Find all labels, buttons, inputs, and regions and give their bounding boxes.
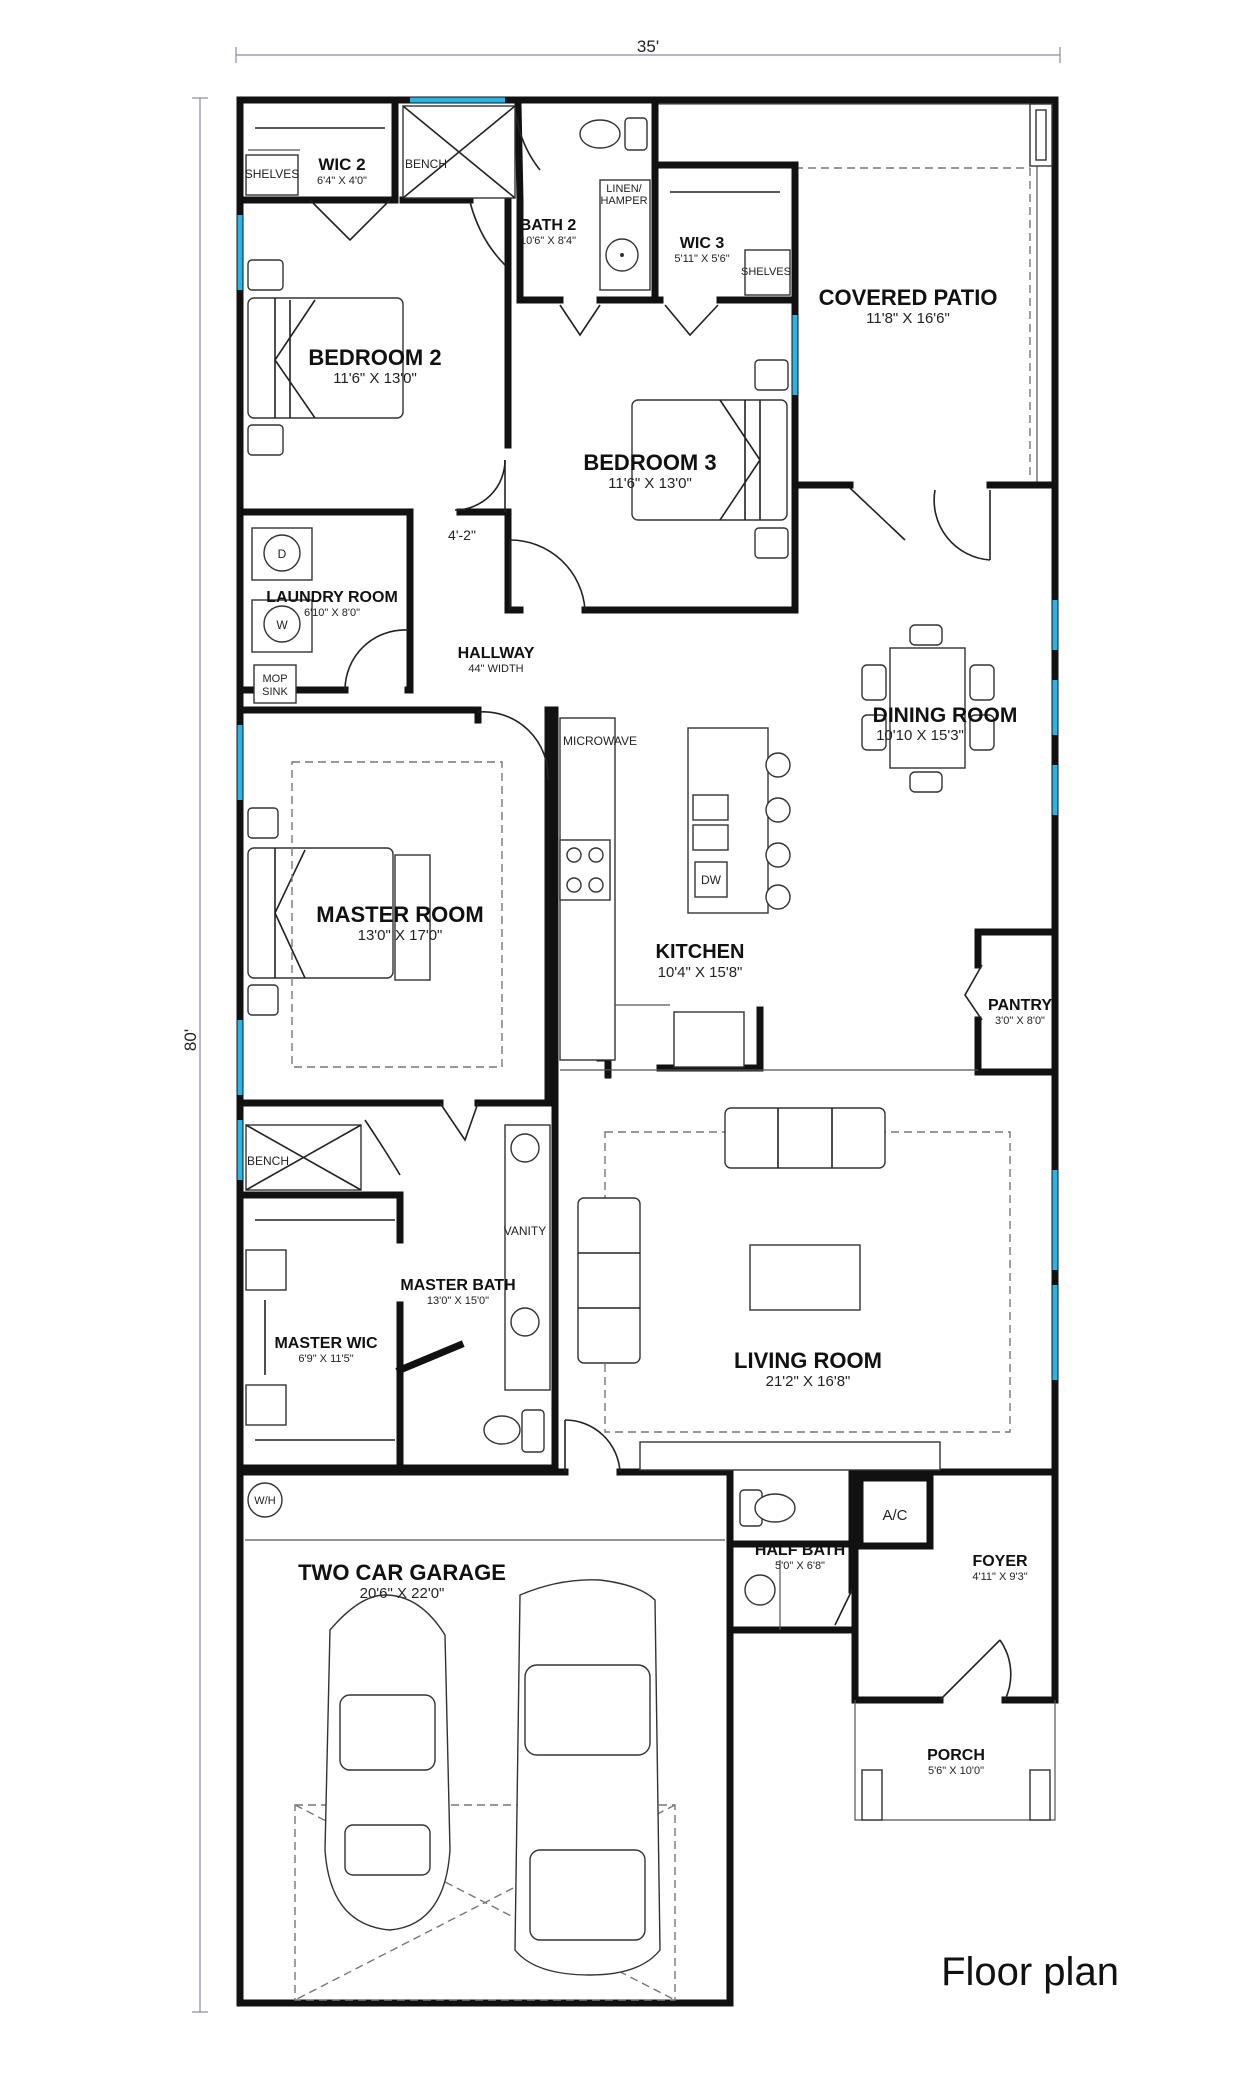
room-living: LIVING ROOM 21'2" X 16'8": [734, 1348, 882, 1390]
label-mop: MOP: [262, 673, 287, 685]
room-master-bath-size: 13'0" X 15'0": [427, 1295, 489, 1307]
room-wic3: WIC 3 5'11" X 5'6": [674, 235, 729, 265]
room-dining: DINING ROOM 10'10 X 15'3": [873, 704, 1018, 744]
bed-bedroom-3: [631, 359, 789, 559]
wic2-shelves: [245, 127, 385, 196]
wic3-shelves: [670, 191, 791, 296]
laundry-fixtures: [251, 527, 313, 704]
room-kitchen-name: KITCHEN: [656, 941, 745, 963]
garage-fixtures: [245, 1482, 725, 2001]
room-master-size: 13'0" X 17'0": [358, 927, 443, 944]
room-dining-name: DINING ROOM: [873, 704, 1018, 727]
label-linen: LINEN/: [606, 183, 642, 195]
label-bench-master: BENCH: [247, 1154, 289, 1168]
room-dining-size: 10'10 X 15'3": [876, 727, 964, 744]
room-wic2-name: WIC 2: [318, 155, 365, 174]
covered-patio: [655, 103, 1053, 488]
room-porch-name: PORCH: [927, 1747, 985, 1764]
bed-master-room: [247, 761, 503, 1068]
label-ac: A/C: [882, 1507, 907, 1524]
label-wh: W/H: [254, 1495, 275, 1507]
interior-walls: [236, 100, 1059, 1704]
room-wic2-size: 6'4" X 4'0": [317, 175, 367, 187]
master-bath-fixtures: [245, 1124, 551, 1453]
room-master-wic: MASTER WIC 6'9" X 11'5": [274, 1335, 378, 1365]
room-half-bath-size: 5'0" X 6'8": [775, 1560, 825, 1572]
room-garage-size: 20'6" X 22'0": [360, 1585, 445, 1602]
label-microwave: MICROWAVE: [563, 734, 637, 748]
room-master-name: MASTER ROOM: [316, 902, 483, 927]
room-master-bath-name: MASTER BATH: [400, 1277, 515, 1294]
label-shelves-wic3: SHELVES: [741, 266, 791, 278]
room-pantry-size: 3'0" X 8'0": [995, 1015, 1045, 1027]
label-vanity: VANITY: [504, 1224, 546, 1238]
label-washer: W: [276, 618, 288, 632]
label-shelves-wic2: SHELVES: [245, 167, 299, 181]
room-bedroom2: BEDROOM 2 11'6" X 13'0": [308, 345, 441, 387]
room-laundry: LAUNDRY ROOM 6'10" X 8'0": [266, 589, 398, 619]
label-dryer: D: [278, 547, 287, 561]
dining-table: [861, 624, 995, 793]
windows: [237, 97, 1058, 1380]
room-wic3-size: 5'11" X 5'6": [674, 253, 729, 265]
room-hallway: HALLWAY 44" WIDTH: [458, 645, 535, 675]
room-laundry-size: 6'10" X 8'0": [304, 607, 360, 619]
room-half-bath-name: HALF BATH: [755, 1542, 845, 1559]
room-wic3-name: WIC 3: [680, 235, 725, 252]
room-bedroom2-size: 11'6" X 13'0": [333, 370, 417, 387]
room-garage-name: TWO CAR GARAGE: [298, 1560, 506, 1585]
room-hallway-size: 44" WIDTH: [468, 663, 523, 675]
room-master-wic-name: MASTER WIC: [274, 1335, 378, 1352]
room-foyer: FOYER 4'11" X 9'3": [972, 1553, 1028, 1583]
fixture-labels: SHELVES BENCH LINEN/ HAMPER SHELVES 4'-2…: [245, 157, 908, 1524]
kitchen-fixtures: [559, 717, 978, 1071]
width-dimension: 35': [235, 37, 1061, 63]
room-bath2-name: BATH 2: [520, 217, 577, 234]
label-sink: SINK: [262, 686, 288, 698]
width-dimension-label: 35': [637, 37, 659, 56]
room-half-bath: HALF BATH 5'0" X 6'8": [755, 1542, 845, 1572]
room-living-size: 21'2" X 16'8": [766, 1373, 851, 1390]
room-bedroom3: BEDROOM 3 11'6" X 13'0": [583, 450, 716, 492]
room-kitchen-size: 10'4" X 15'8": [658, 964, 743, 981]
length-dimension-label: 80': [181, 1029, 200, 1051]
living-fixtures: [577, 1107, 1011, 1471]
room-garage: TWO CAR GARAGE 20'6" X 22'0": [298, 1560, 506, 1602]
label-hall-dim: 4'-2": [448, 527, 476, 543]
label-bench-bath2: BENCH: [405, 157, 447, 171]
room-living-name: LIVING ROOM: [734, 1348, 882, 1373]
room-foyer-name: FOYER: [972, 1553, 1028, 1570]
room-pantry-name: PANTRY: [988, 997, 1052, 1014]
half-bath-fixtures: [739, 1489, 796, 1630]
room-wic2: WIC 2 6'4" X 4'0": [317, 155, 367, 187]
label-hamper: HAMPER: [600, 195, 647, 207]
room-hallway-name: HALLWAY: [458, 645, 535, 662]
doors: [309, 109, 1012, 1701]
room-covered-patio: COVERED PATIO 11'8" X 16'6": [819, 285, 998, 327]
room-foyer-size: 4'11" X 9'3": [972, 1571, 1027, 1583]
room-master: MASTER ROOM 13'0" X 17'0": [316, 902, 483, 944]
room-porch-size: 5'6" X 10'0": [928, 1765, 984, 1777]
room-bedroom2-name: BEDROOM 2: [308, 345, 441, 370]
bath2-fixtures: [402, 105, 651, 291]
length-dimension: 80': [181, 97, 208, 2013]
room-covered-patio-name: COVERED PATIO: [819, 285, 998, 310]
label-dw: DW: [701, 873, 722, 887]
bed-bedroom-2: [247, 259, 404, 456]
room-pantry: PANTRY 3'0" X 8'0": [988, 997, 1052, 1027]
room-porch: PORCH 5'6" X 10'0": [927, 1747, 985, 1777]
room-bedroom3-size: 11'6" X 13'0": [608, 475, 692, 492]
room-master-wic-size: 6'9" X 11'5": [298, 1353, 353, 1365]
room-laundry-name: LAUNDRY ROOM: [266, 589, 398, 606]
room-master-bath: MASTER BATH 13'0" X 15'0": [400, 1277, 515, 1307]
room-bath2: BATH 2 10'6" X 8'4": [520, 217, 577, 247]
porch: [854, 1700, 1056, 1821]
room-bath2-size: 10'6" X 8'4": [520, 235, 576, 247]
room-covered-patio-size: 11'8" X 16'6": [866, 310, 950, 327]
room-bedroom3-name: BEDROOM 3: [583, 450, 716, 475]
room-kitchen: KITCHEN 10'4" X 15'8": [656, 941, 745, 981]
plan-title: Floor plan: [941, 1950, 1119, 1994]
